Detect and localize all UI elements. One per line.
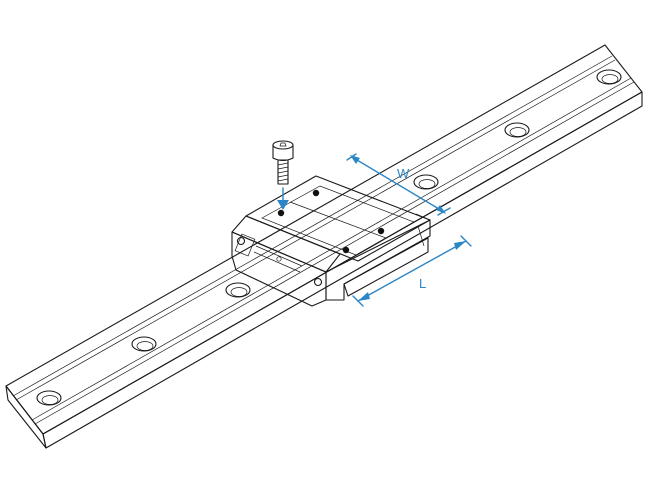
rail-groove-line — [12, 55, 613, 397]
width-arrow-start — [350, 155, 360, 164]
screw-thread — [277, 162, 289, 166]
rail-hole-inner — [41, 395, 59, 405]
screw-thread — [277, 178, 289, 182]
block-tapped-hole — [342, 246, 350, 254]
rail-hole-inner — [230, 287, 248, 297]
screw-head-top — [272, 140, 294, 150]
rail-hole-inner — [601, 74, 619, 84]
length-dimension-line — [357, 240, 467, 302]
rail-hole-inner — [418, 179, 436, 189]
length-arrow-start — [358, 292, 370, 301]
block-top-panel — [261, 185, 415, 256]
rail-groove-line — [31, 77, 632, 421]
rail-holes — [36, 69, 622, 406]
screw-hex-socket — [279, 142, 287, 147]
screw-thread — [277, 174, 289, 178]
length-arrow-end — [454, 241, 466, 250]
grease-nipple — [313, 277, 323, 287]
rail-hole — [36, 390, 62, 406]
arrow-head — [277, 200, 289, 210]
screw-thread — [277, 166, 289, 170]
rail-hole — [225, 282, 251, 298]
width-label: W — [397, 166, 410, 181]
length-label: L — [419, 276, 426, 291]
rail-front-face — [42, 91, 643, 449]
block-tapped-hole — [377, 227, 385, 235]
block-tapped-hole — [277, 209, 285, 217]
rail-hole — [131, 336, 157, 352]
end-cap-line — [255, 245, 303, 267]
guide-rail — [5, 44, 643, 449]
cap-screw-icon — [272, 140, 294, 185]
block-end-seal — [231, 215, 341, 273]
rail-hole — [413, 174, 439, 190]
rail-groove-line — [34, 81, 635, 425]
screw-shank — [277, 159, 289, 185]
rail-hole — [596, 69, 622, 85]
width-dimension: W — [346, 153, 451, 216]
length-dimension: L — [352, 235, 472, 307]
block-panel-line — [289, 201, 387, 239]
end-cap-hole — [276, 256, 282, 262]
blue-down-arrow-icon — [277, 187, 289, 210]
end-cap-plate — [234, 233, 256, 257]
rail-groove-line — [15, 59, 616, 401]
block-tapped-hole — [312, 189, 320, 197]
rail-hole-inner — [136, 341, 154, 351]
block-right-seal — [417, 225, 425, 247]
grease-nipple — [236, 236, 246, 246]
rail-end-face — [5, 385, 47, 449]
end-cap-line — [253, 251, 301, 273]
width-arrow-end — [436, 205, 446, 214]
rail-hole-inner — [509, 127, 527, 137]
screw-thread — [277, 170, 289, 174]
width-dimension-line — [351, 156, 445, 213]
rail-hole — [504, 122, 530, 138]
block-lower-face — [343, 237, 429, 297]
carriage-block — [231, 175, 431, 307]
block-right-seal — [415, 213, 431, 221]
rail-top-face — [5, 44, 643, 435]
